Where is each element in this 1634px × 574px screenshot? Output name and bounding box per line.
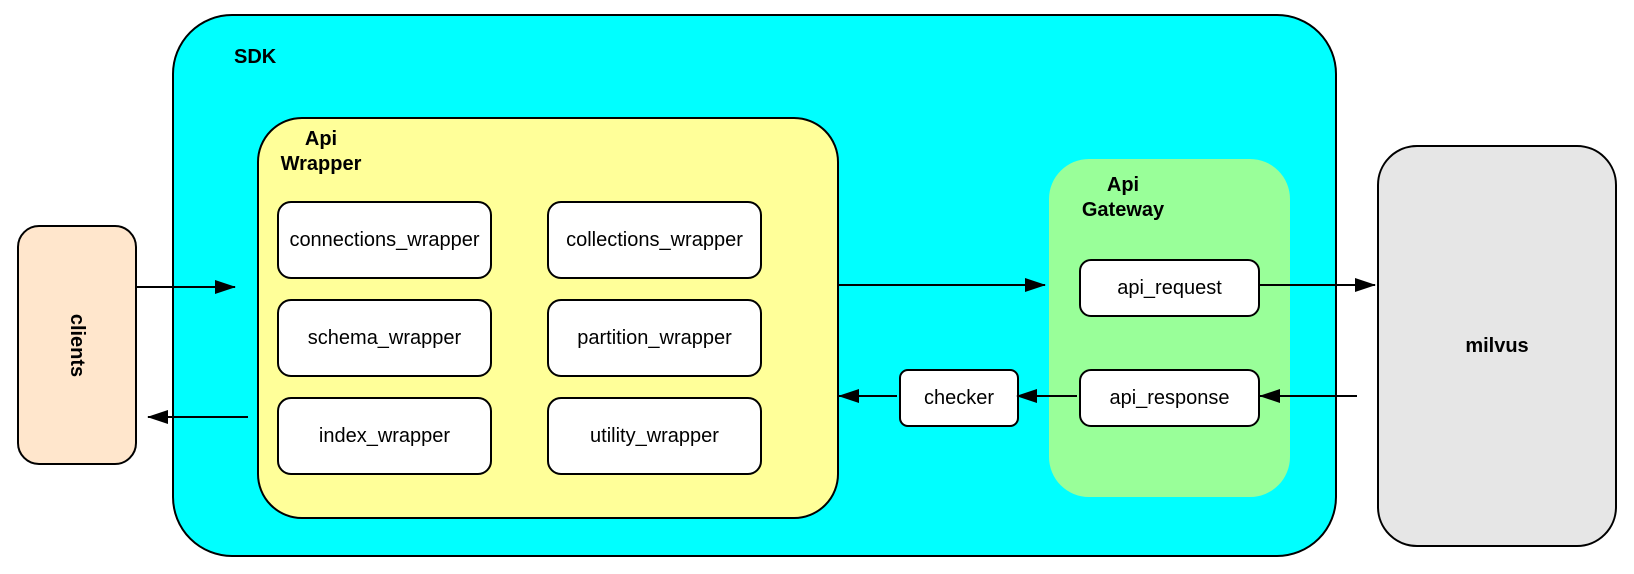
partition-wrapper-label: partition_wrapper xyxy=(577,326,732,349)
index-wrapper-box: index_wrapper xyxy=(277,397,492,475)
connections-wrapper-label: connections_wrapper xyxy=(289,228,480,251)
index-wrapper-label: index_wrapper xyxy=(318,424,451,447)
partition-wrapper-box: partition_wrapper xyxy=(547,299,762,377)
collections-wrapper-label: collections_wrapper xyxy=(566,228,743,251)
api-request-label: api_request xyxy=(1117,276,1222,299)
utility-wrapper-box: utility_wrapper xyxy=(547,397,762,475)
clients-box: clients xyxy=(17,225,137,465)
utility-wrapper-label: utility_wrapper xyxy=(590,424,719,447)
api-request-box: api_request xyxy=(1079,259,1260,317)
api-wrapper-container: Api Wrapper connections_wrapper collecti… xyxy=(257,117,839,519)
sdk-label: SDK xyxy=(234,46,277,68)
api-response-box: api_response xyxy=(1079,369,1260,427)
sdk-container: SDK Api Wrapper connections_wrapper coll… xyxy=(172,14,1337,557)
milvus-label: milvus xyxy=(1465,334,1529,357)
clients-label: clients xyxy=(66,313,89,377)
checker-label: checker xyxy=(923,386,995,409)
collections-wrapper-box: collections_wrapper xyxy=(547,201,762,279)
schema-wrapper-label: schema_wrapper xyxy=(307,326,462,349)
milvus-box: milvus xyxy=(1377,145,1617,547)
api-gateway-container: Api Gateway api_request api_response xyxy=(1049,159,1290,497)
connections-wrapper-box: connections_wrapper xyxy=(277,201,492,279)
api-response-label: api_response xyxy=(1109,386,1230,409)
api-gateway-label: Api Gateway xyxy=(1081,174,1165,221)
api-wrapper-label: Api Wrapper xyxy=(280,128,362,175)
schema-wrapper-box: schema_wrapper xyxy=(277,299,492,377)
checker-box: checker xyxy=(899,369,1019,427)
